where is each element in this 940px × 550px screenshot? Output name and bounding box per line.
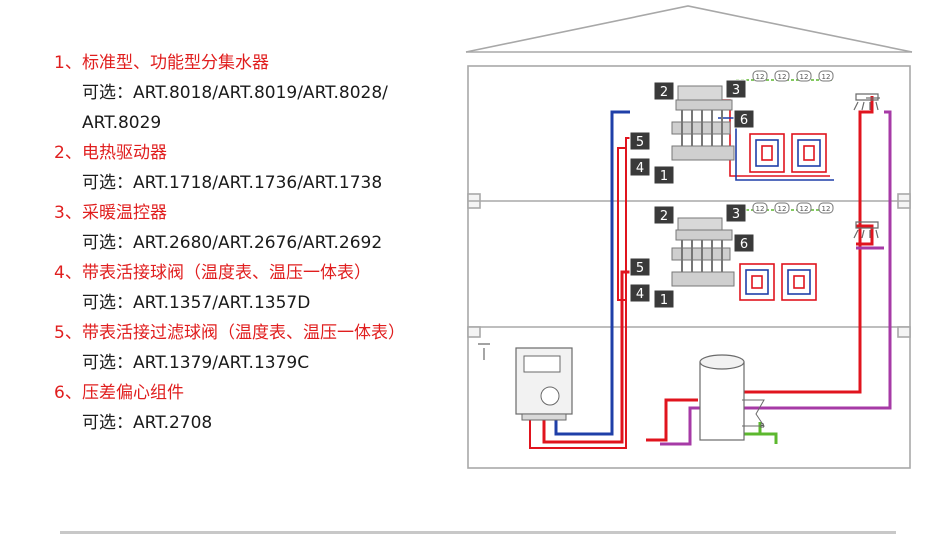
item-title: 采暖温控器 [82, 203, 167, 223]
manifold-upper [671, 85, 735, 161]
item-option: 可选：ART.1379/ART.1379C [82, 353, 310, 373]
item-option: 可选：ART.8018/ART.8019/ART.8028/ [82, 83, 388, 103]
hot-water-tank: 8 [699, 354, 765, 441]
item-title: 带表活接过滤球阀（温度表、温压一体表） [82, 323, 405, 343]
thermostat-bubble: 12 [818, 70, 834, 82]
wall-boiler [478, 343, 573, 421]
item-number: 1、 [54, 53, 82, 73]
item-number: 2、 [54, 143, 82, 163]
item-option: 可选：ART.2708 [82, 413, 213, 433]
thermostat-bubble: 12 [774, 70, 790, 82]
item-heading: 5、带表活接过滤球阀（温度表、温压一体表） [54, 318, 454, 348]
bubble-label: 12 [800, 73, 809, 81]
item-title: 带表活接球阀（温度表、温压一体表） [82, 263, 371, 283]
bubble-label: 12 [822, 205, 831, 213]
thermostat-bubble: 12 [818, 202, 834, 214]
item-heading: 2、电热驱动器 [54, 138, 454, 168]
house-outline [465, 5, 913, 469]
item-option: 可选：ART.1357/ART.1357D [82, 293, 311, 313]
bubble-label: 12 [822, 73, 831, 81]
shower-lower [853, 221, 879, 239]
thermostat-bubbles: 12 12 12 12 12 12 12 12 [736, 70, 834, 214]
badge-label: 4 [636, 161, 644, 176]
item-title: 电热驱动器 [82, 143, 167, 163]
thermostat-bubble: 12 [774, 202, 790, 214]
bubble-label: 12 [778, 73, 787, 81]
badge-4: 4 [629, 283, 651, 303]
item-heading: 6、压差偏心组件 [54, 378, 454, 408]
tank-label: 8 [760, 422, 764, 430]
manifold-lower [671, 217, 735, 287]
badge-label: 6 [740, 237, 748, 252]
badge-label: 4 [636, 287, 644, 302]
badge-4: 4 [629, 157, 651, 177]
thermostat-bubble: 12 [752, 70, 768, 82]
badge-2: 2 [653, 205, 675, 225]
item-title: 标准型、功能型分集水器 [82, 53, 269, 73]
item-number: 3、 [54, 203, 82, 223]
badge-label: 3 [732, 207, 740, 222]
hot-water-pipes [646, 96, 892, 446]
badge-6: 6 [733, 109, 755, 129]
item-title: 压差偏心组件 [82, 383, 184, 403]
bubble-label: 12 [756, 73, 765, 81]
badge-label: 5 [636, 135, 644, 150]
riser-pipes [529, 110, 634, 449]
item-number: 5、 [54, 323, 82, 343]
badge-6: 6 [733, 233, 755, 253]
item-heading: 1、标准型、功能型分集水器 [54, 48, 454, 78]
badge-3: 3 [725, 203, 747, 223]
thermostat-bubble: 12 [796, 70, 812, 82]
badge-label: 6 [740, 113, 748, 128]
bubble-label: 12 [778, 205, 787, 213]
badge-label: 2 [660, 85, 668, 100]
component-list: 1、标准型、功能型分集水器可选：ART.8018/ART.8019/ART.80… [54, 48, 454, 438]
badge-1: 1 [653, 289, 675, 309]
badge-3: 3 [725, 79, 747, 99]
item-number: 6、 [54, 383, 82, 403]
divider [60, 531, 896, 534]
badge-label: 1 [660, 293, 668, 308]
badge-1: 1 [653, 165, 675, 185]
badge-label: 5 [636, 261, 644, 276]
bubble-label: 12 [800, 205, 809, 213]
item-option: ART.8029 [82, 113, 162, 133]
shower-upper [853, 93, 880, 111]
component-badges: 1 2 3 4 5 6 1 2 3 4 5 6 [629, 79, 755, 309]
badge-label: 1 [660, 169, 668, 184]
item-option: 可选：ART.1718/ART.1736/ART.1738 [82, 173, 383, 193]
badge-label: 2 [660, 209, 668, 224]
item-heading: 3、采暖温控器 [54, 198, 454, 228]
bubble-label: 12 [756, 205, 765, 213]
floor-loop-lower [739, 263, 817, 301]
badge-2: 2 [653, 81, 675, 101]
thermostat-bubble: 12 [752, 202, 768, 214]
thermostat-bubble: 12 [796, 202, 812, 214]
badge-5: 5 [629, 131, 651, 151]
badge-5: 5 [629, 257, 651, 277]
badge-label: 3 [732, 83, 740, 98]
item-option: 可选：ART.2680/ART.2676/ART.2692 [82, 233, 383, 253]
item-heading: 4、带表活接球阀（温度表、温压一体表） [54, 258, 454, 288]
item-number: 4、 [54, 263, 82, 283]
